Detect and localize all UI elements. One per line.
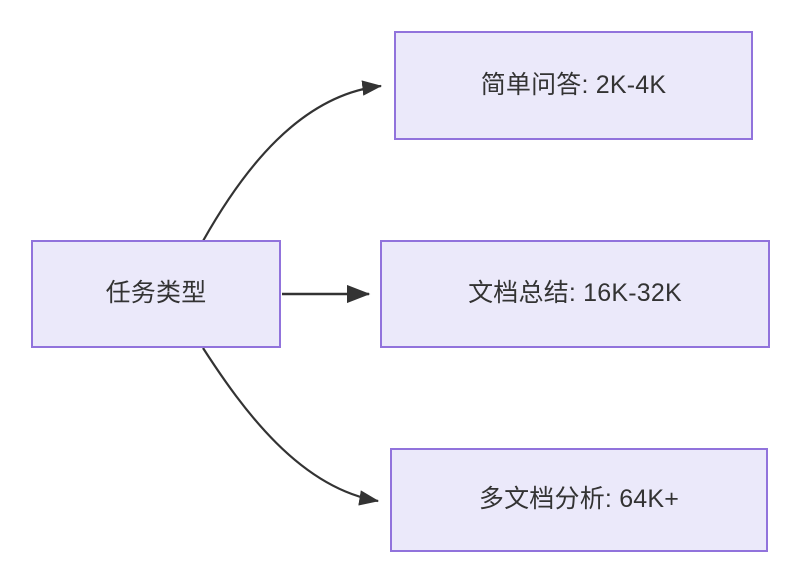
node-task-type-label: 任务类型 [105,279,207,308]
node-simple-qa[interactable]: 简单问答: 2K-4K [394,31,753,140]
edge-source-to-multi-doc [202,347,380,506]
node-task-type[interactable]: 任务类型 [31,240,281,348]
edge-source-to-simple-qa [202,80,383,242]
node-doc-summary[interactable]: 文档总结: 16K-32K [380,240,770,348]
node-multi-doc-label: 多文档分析: 64K+ [478,485,680,514]
node-simple-qa-label: 简单问答: 2K-4K [480,70,667,99]
node-doc-summary-label: 文档总结: 16K-32K [468,279,682,308]
node-multi-doc[interactable]: 多文档分析: 64K+ [390,448,768,552]
